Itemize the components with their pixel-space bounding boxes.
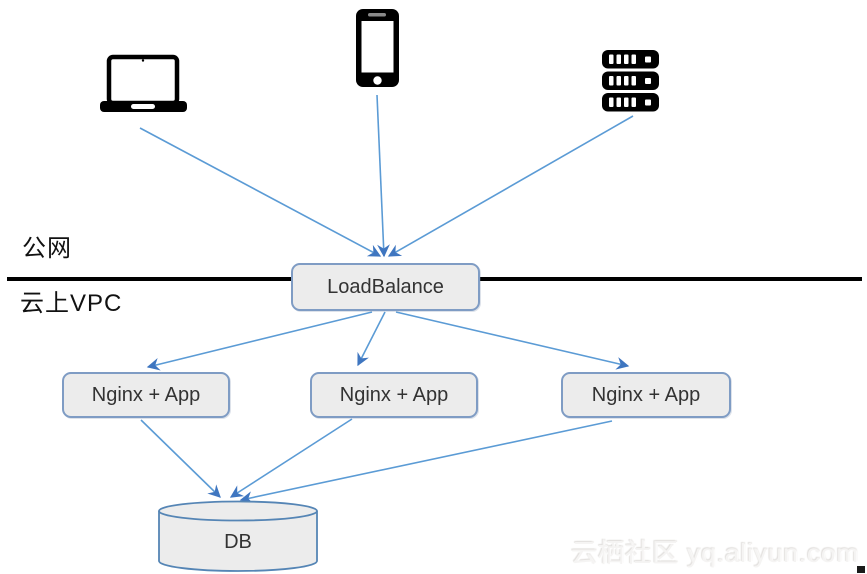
corner-artifact <box>857 566 865 573</box>
app-server-node-2: Nginx + App <box>310 372 478 418</box>
connector-server-to-lb <box>387 115 634 257</box>
connector-app3-to-db <box>239 420 613 504</box>
app-server-node-1: Nginx + App <box>62 372 230 418</box>
smartphone-icon <box>356 9 399 87</box>
connector-phone-to-lb <box>376 94 390 258</box>
watermark: 云栖社区 yq.aliyun.com <box>570 538 859 568</box>
public-network-label: 公网 <box>22 235 72 262</box>
database-label: DB <box>224 531 252 553</box>
app-server-node-3: Nginx + App <box>561 372 731 418</box>
connector-app1-to-db <box>140 419 221 498</box>
connector-app2-to-db <box>229 418 353 498</box>
laptop-icon <box>100 54 187 112</box>
connector-lb-to-app1 <box>146 311 373 371</box>
vpc-label: 云上VPC <box>20 290 123 317</box>
server-rack-icon <box>602 50 659 112</box>
connector-laptop-to-lb <box>139 127 382 257</box>
connector-lb-to-app3 <box>395 311 630 370</box>
connector-lb-to-app2 <box>357 311 386 367</box>
load-balancer-node: LoadBalance <box>291 263 480 311</box>
database-cylinder <box>158 500 318 572</box>
